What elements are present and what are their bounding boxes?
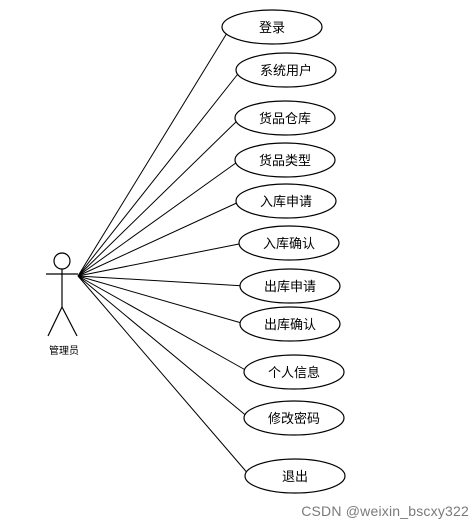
use-case: 登录: [221, 9, 323, 45]
association-line: [77, 200, 242, 277]
actor-left-leg: [47, 306, 63, 337]
association-line: [77, 32, 228, 277]
use-case-label: 入库确认: [263, 236, 315, 252]
use-case-label: 出库申请: [264, 279, 316, 295]
watermark: CSDN @weixin_bscxy322: [301, 503, 469, 519]
association-line: [77, 275, 250, 419]
use-case-ellipse: [243, 400, 345, 436]
use-case-ellipse: [235, 52, 337, 88]
use-case-ellipse: [235, 183, 337, 219]
use-case: 系统用户: [235, 52, 337, 88]
use-case: 入库确认: [238, 225, 340, 261]
use-case-label: 货品仓库: [259, 111, 311, 127]
use-case: 入库申请: [235, 183, 337, 219]
actor-label: 管理员: [49, 344, 79, 357]
use-case: 出库申请: [239, 268, 341, 304]
association-line: [77, 159, 241, 277]
use-case-ellipse: [234, 142, 336, 178]
use-case: 退出: [244, 458, 346, 494]
use-case: 个人信息: [243, 354, 345, 390]
association-line: [77, 275, 246, 287]
associations: [77, 32, 251, 477]
use-case-label: 入库申请: [260, 194, 312, 210]
use-case-label: 登录: [259, 21, 285, 36]
use-case-ellipse: [221, 9, 323, 45]
use-case-ellipse: [243, 354, 345, 390]
association-line: [77, 117, 241, 277]
association-line: [77, 275, 251, 477]
use-case-ellipse: [244, 458, 346, 494]
use-case-ellipse: [234, 100, 336, 136]
use-case-label: 修改密码: [268, 411, 320, 427]
use-case-label: 退出: [282, 470, 308, 485]
association-line: [77, 69, 242, 277]
actor-administrator: 管理员: [46, 252, 79, 357]
association-line: [77, 242, 245, 277]
actor-head: [53, 252, 71, 270]
use-case-ellipse: [239, 306, 341, 342]
use-case-label: 个人信息: [268, 365, 320, 381]
use-case-label: 出库确认: [264, 317, 316, 333]
use-case-label: 货品类型: [259, 153, 311, 169]
actor-right-leg: [61, 306, 78, 337]
use-case-label: 系统用户: [260, 63, 312, 79]
association-line: [77, 275, 246, 325]
use-case: 货品类型: [234, 142, 336, 178]
use-case: 出库确认: [239, 306, 341, 342]
use-case: 修改密码: [243, 400, 345, 436]
association-line: [77, 275, 250, 373]
use-case: 货品仓库: [234, 100, 336, 136]
use-case-ellipse: [239, 268, 341, 304]
use-case-ellipse: [238, 225, 340, 261]
